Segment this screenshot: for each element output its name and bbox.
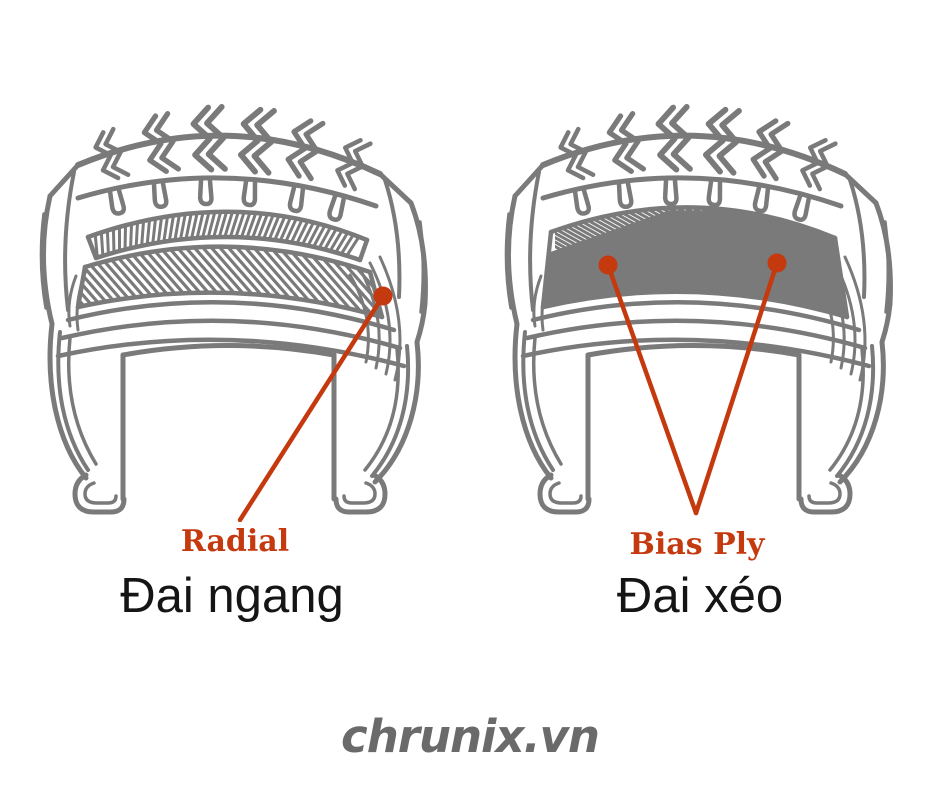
radial-callout-label: Radial bbox=[180, 524, 290, 559]
radial-belt-outline bbox=[75, 209, 385, 320]
bias-caption: Đai xéo bbox=[616, 569, 784, 623]
watermark: chrunix.vn bbox=[341, 710, 600, 763]
bias-callout-label: Bias Ply bbox=[629, 527, 765, 562]
radial-tire-illustration bbox=[30, 62, 430, 522]
bias-callout-pointer bbox=[598, 253, 787, 516]
radial-belt-hatch bbox=[93, 211, 361, 258]
bias-belt-outline bbox=[540, 205, 850, 320]
radial-caption: Đai ngang bbox=[120, 569, 344, 623]
radial-callout-pointer bbox=[237, 286, 393, 522]
bias-ply-tire-illustration bbox=[495, 62, 895, 516]
